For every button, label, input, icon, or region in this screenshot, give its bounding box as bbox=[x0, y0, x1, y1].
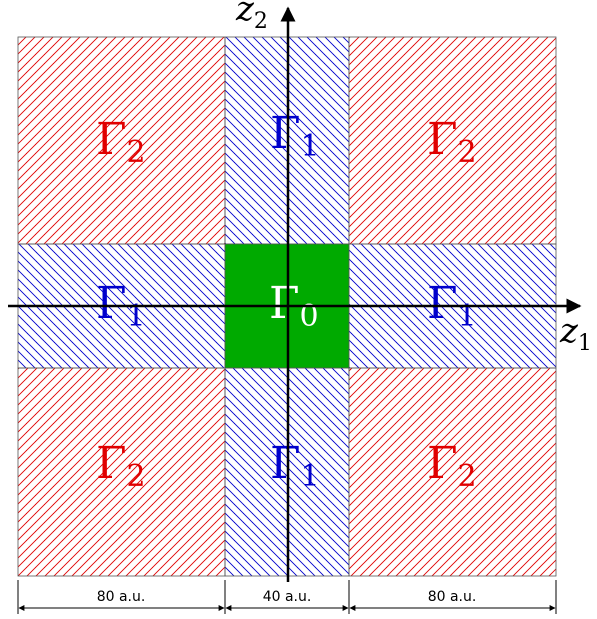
dim-label-right: 80 a.u. bbox=[428, 589, 477, 605]
label-gamma2-bottom-right: Γ2 bbox=[427, 438, 477, 494]
label-gamma1-bottom: Γ1 bbox=[270, 438, 320, 494]
label-gamma0-center: Γ0 bbox=[269, 278, 319, 334]
label-gamma1-top: Γ1 bbox=[270, 108, 320, 164]
dim-label-left: 80 a.u. bbox=[97, 589, 146, 605]
dim-label-center: 40 a.u. bbox=[263, 589, 312, 605]
region-gamma2-top-left bbox=[17, 36, 226, 245]
region-gamma2-top-right bbox=[348, 36, 557, 245]
label-gamma2-top-left: Γ2 bbox=[96, 114, 146, 170]
horizontal-axis-label: z1 bbox=[559, 311, 592, 356]
label-gamma1-right: Γ1 bbox=[427, 278, 477, 334]
label-gamma2-top-right: Γ2 bbox=[427, 114, 477, 170]
label-gamma2-bottom-left: Γ2 bbox=[96, 438, 146, 494]
vertical-axis-label: z2 bbox=[235, 0, 268, 34]
region-gamma2-bottom-right bbox=[348, 367, 557, 577]
label-gamma1-left: Γ1 bbox=[96, 278, 146, 334]
